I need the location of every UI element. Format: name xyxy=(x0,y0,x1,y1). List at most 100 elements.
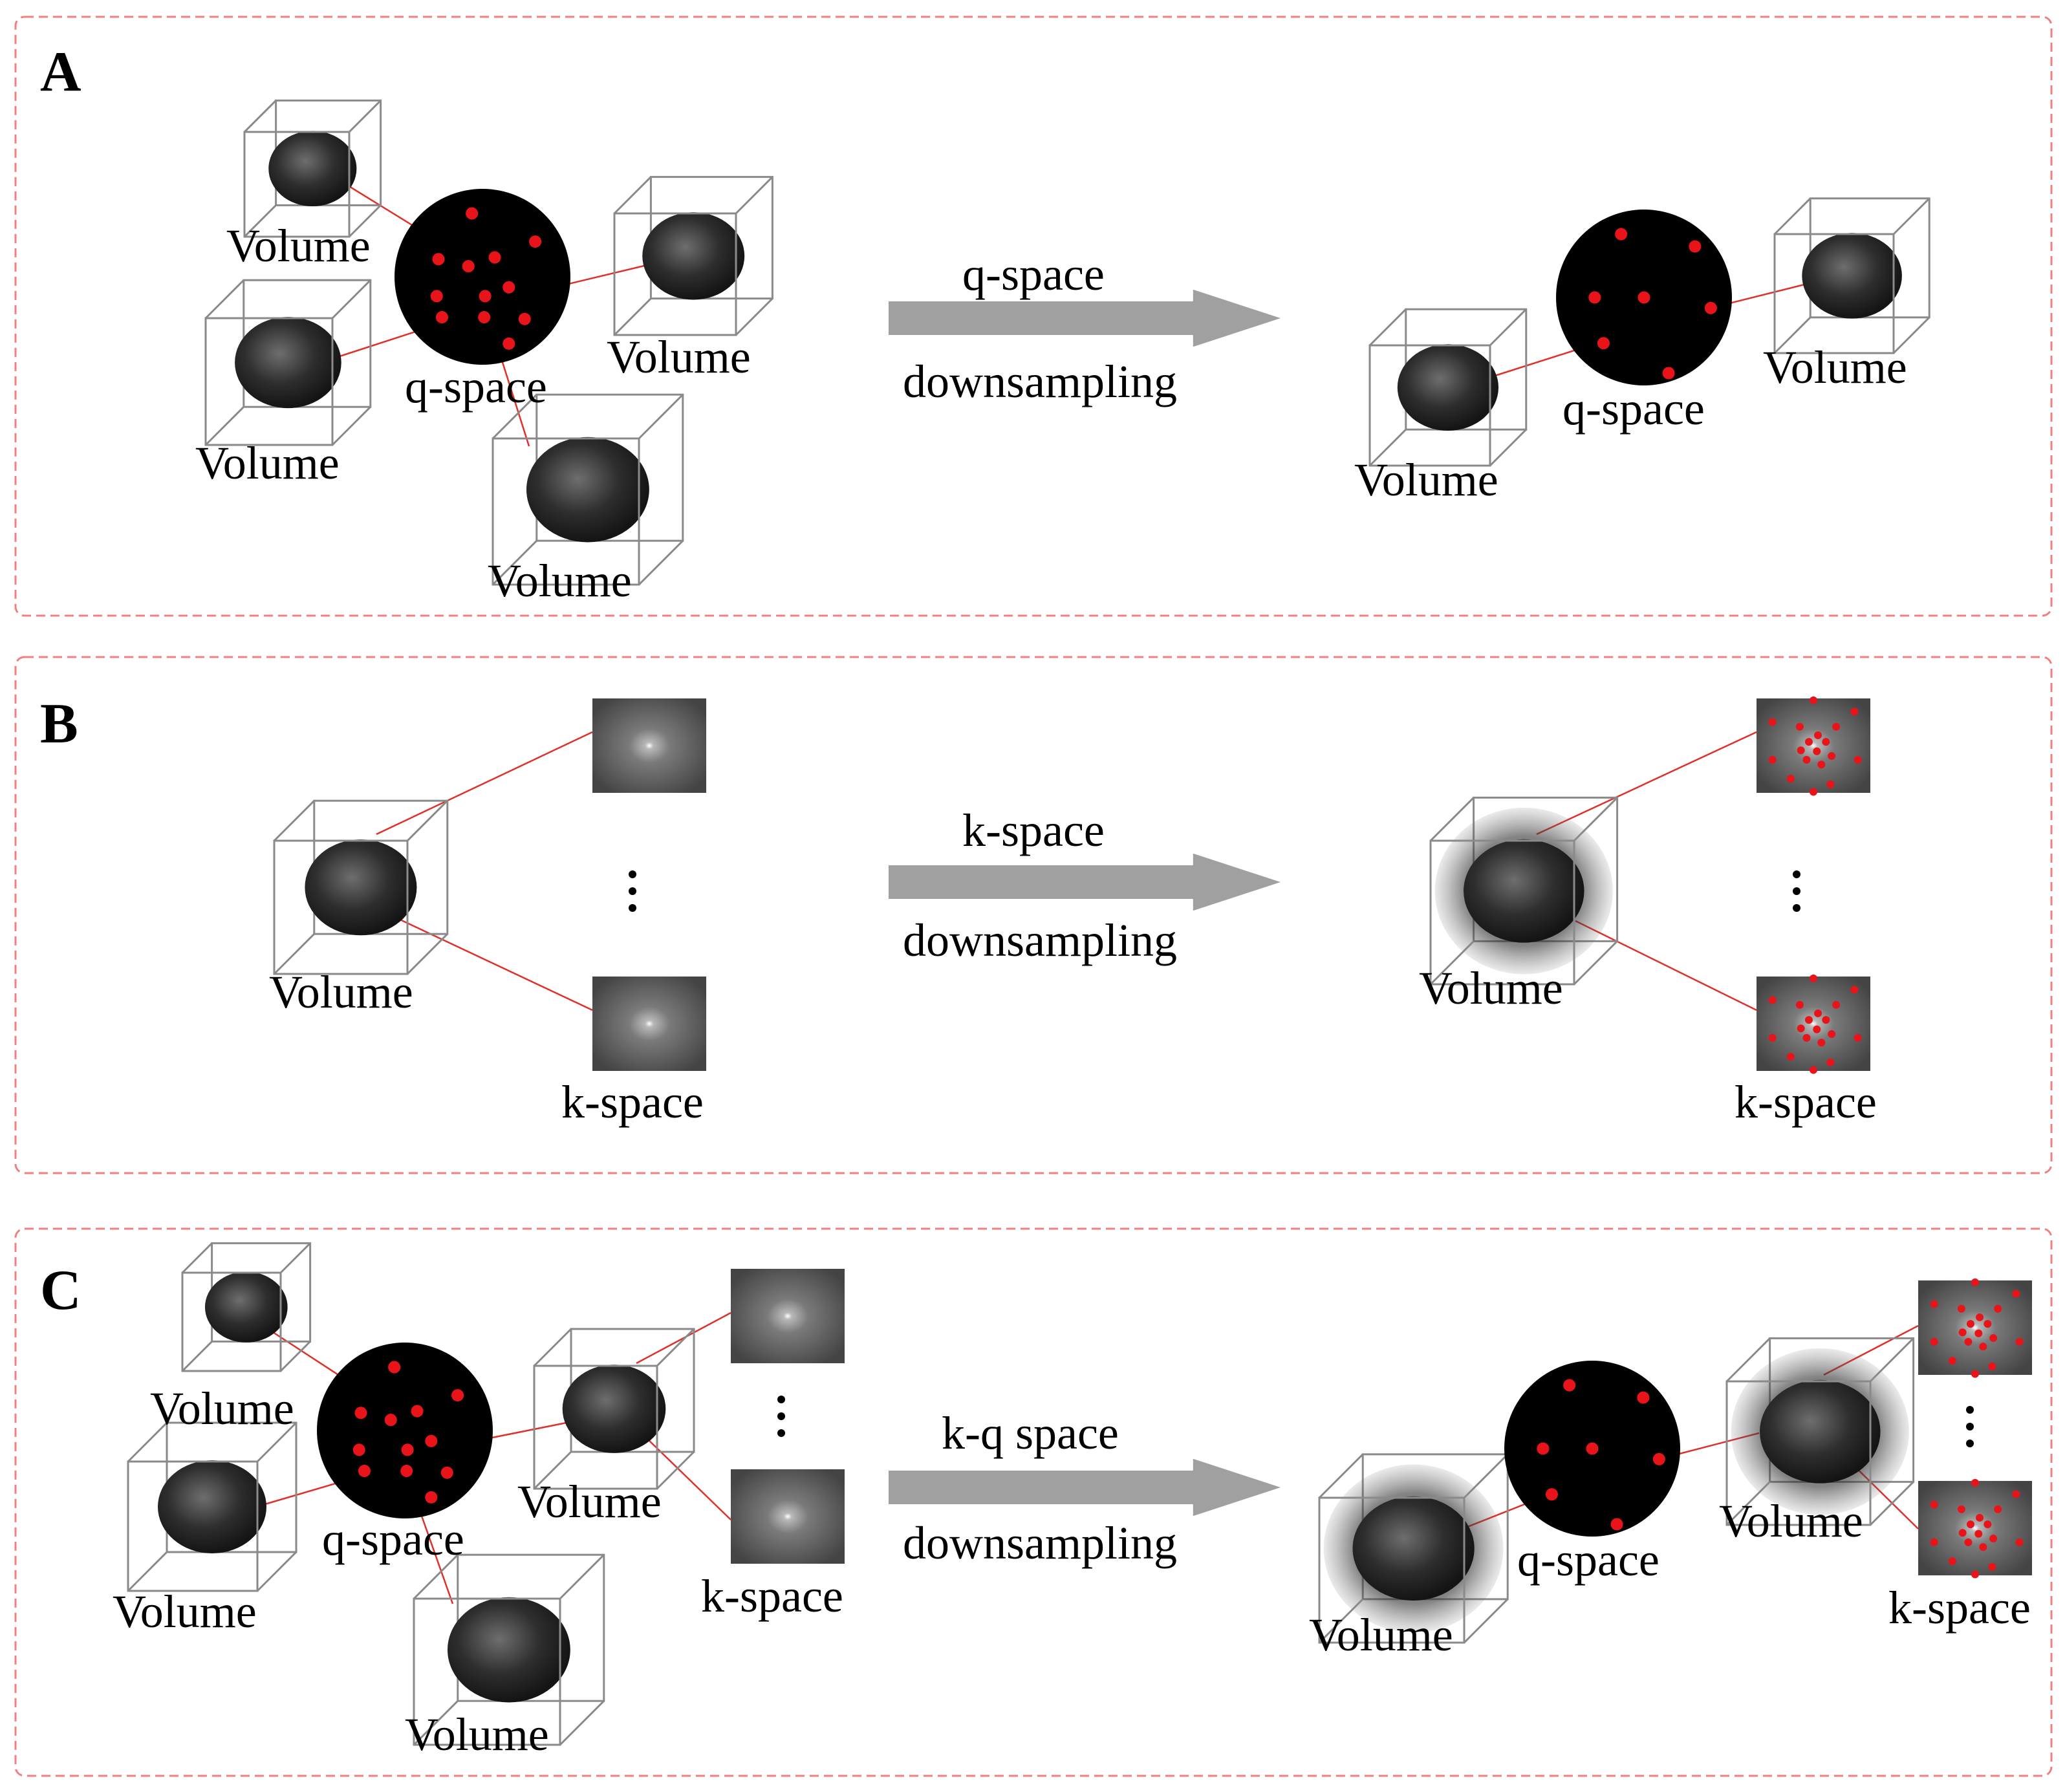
panel-a-qspace-sample-dot-8 xyxy=(518,312,531,325)
panel-c-volume-cube-1-brain xyxy=(204,1271,288,1343)
panel-b-kspace-label: k-space xyxy=(561,1076,704,1128)
panel-a-volume-cube-1 xyxy=(243,99,382,238)
panel-c-right-volume-cube-1-edge-2 xyxy=(1318,1598,1364,1644)
panel-c-right-ellipsis-dot-0 xyxy=(1966,1406,1974,1414)
panel-a-right-volume-label-2: Volume xyxy=(1763,341,1907,393)
panel-c-right-qspace-sample-dot-4 xyxy=(1652,1452,1665,1465)
panel-a-volume-cube-1-edge-0 xyxy=(243,100,277,133)
panel-b-right-kspace-top-sample-dot-13 xyxy=(1832,722,1841,731)
panel-a-right-qspace-label: q-space xyxy=(1562,383,1705,435)
panel-a-qspace-label: q-space xyxy=(405,361,547,413)
panel-c-volume-cube-3-edge-2 xyxy=(413,1700,459,1746)
panel-b-right-kspace-bottom xyxy=(1757,974,1870,1074)
panel-a-right-qspace xyxy=(1556,210,1732,385)
panel-a-right-qspace-sample-dot-2 xyxy=(1588,291,1601,304)
panel-b-volume-cube-edge-0 xyxy=(273,800,315,842)
panel-b-right-kspace-bottom-sample-dot-10 xyxy=(1817,1039,1826,1047)
panel-b-right-kspace-bottom-sample-dot-1 xyxy=(1850,986,1859,994)
panel-c-right-kspace-bottom-sample-dot-12 xyxy=(2015,1538,2024,1546)
panel-a-volume-cube-3-edge-2 xyxy=(492,540,537,586)
panel-c-right-ellipsis-dot-2 xyxy=(1966,1440,1974,1447)
panel-b-right-kspace-top-sample-dot-5 xyxy=(1822,738,1830,746)
panel-c-right-kspace-bottom-sample-dot-2 xyxy=(1930,1500,1938,1509)
panel-c-right-kspace-top xyxy=(1918,1278,2032,1378)
panel-b-right-kspace-bottom-sample-dot-5 xyxy=(1822,1016,1830,1024)
panel-c-right-kspace-top-sample-dot-9 xyxy=(1964,1337,1973,1346)
panel-a-right-qspace-sample-dot-4 xyxy=(1704,301,1717,314)
panel-c-right-kspace-bottom-sample-dot-15 xyxy=(1988,1562,1996,1571)
panel-a-volume-cube-1-edge-2 xyxy=(243,204,277,238)
panel-b-right-kspace-bottom-sample-dot-14 xyxy=(1786,1053,1795,1061)
panel-c-volume-cube-3-front-face xyxy=(413,1597,561,1746)
panel-b-right-kspace-top-sample-dot-2 xyxy=(1768,718,1777,726)
panel-c-right-kspace-top-sample-dot-15 xyxy=(1988,1362,1996,1370)
panel-c-arrow xyxy=(889,1458,1281,1517)
panel-a-right-volume-cube-1-edge-3 xyxy=(1489,429,1527,467)
panel-c-volume-cube-4-edge-3 xyxy=(656,1451,695,1490)
panel-b-volume-cube-edge-1 xyxy=(406,800,448,842)
panel-b-right-kspace-bottom-sample-dot-6 xyxy=(1797,1024,1805,1033)
panel-c-right-kspace-top-sample-dot-4 xyxy=(1966,1320,1974,1328)
panel-b-kspace-top xyxy=(592,698,706,793)
panel-c-right-kspace-top-sample-dot-6 xyxy=(1958,1328,1967,1337)
panel-c-volume-label-1: Volume xyxy=(150,1383,294,1434)
panel-c-right-kspace-top-sample-dot-3 xyxy=(1976,1313,1984,1321)
panel-a-qspace-sample-dot-3 xyxy=(462,260,475,273)
panel-c-right-kspace-bottom-sample-dot-11 xyxy=(1930,1538,1938,1546)
panel-c-right-volume-cube-2-edge-2 xyxy=(1725,1481,1771,1526)
panel-b-right-kspace-bottom-image xyxy=(1757,977,1870,1071)
panel-b-volume-cube-front-face xyxy=(273,839,409,975)
panel-b-ellipsis-dot-0 xyxy=(629,870,636,878)
panel-c-right-kspace-bottom xyxy=(1918,1478,2032,1579)
panel-c-volume-cube-3-edge-3 xyxy=(559,1700,605,1746)
panel-a-arrow-bottom-label: downsampling xyxy=(903,356,1177,407)
panel-c-right-kspace-bottom-sample-dot-3 xyxy=(1976,1513,1984,1522)
panel-c-kspace-label: k-space xyxy=(701,1570,843,1622)
panel-c-volume-cube-3-edge-1 xyxy=(559,1554,605,1600)
panel-b-right-kspace-top xyxy=(1757,696,1870,796)
panel-a-volume-cube-3-edge-0 xyxy=(492,394,537,440)
panel-a-volume-cube-3-edge-3 xyxy=(638,540,684,586)
panel-b-right-kspace-top-sample-dot-17 xyxy=(1795,722,1804,731)
panel-c-frame xyxy=(14,1227,2053,1777)
panel-a-volume-label-1: Volume xyxy=(226,220,371,272)
panel-c-right-volume-cube-1-edge-3 xyxy=(1463,1598,1509,1644)
panel-c-volume-cube-4-edge-2 xyxy=(533,1451,572,1490)
panel-b-right-kspace-bottom-sample-dot-8 xyxy=(1828,1030,1836,1039)
panel-a-right-volume-cube-2 xyxy=(1773,197,1930,354)
panel-c-right-kspace-bottom-sample-dot-9 xyxy=(1964,1538,1973,1546)
panel-c-right-kspace-bottom-sample-dot-0 xyxy=(1971,1478,1979,1487)
panel-c-kspace-bottom-image xyxy=(731,1469,845,1564)
panel-c-right-qspace xyxy=(1504,1361,1680,1537)
panel-a-right-qspace-sample-dot-6 xyxy=(1662,367,1675,380)
panel-b-kspace-top-image xyxy=(592,698,706,793)
panel-c-right-qspace-sample-dot-5 xyxy=(1545,1488,1558,1501)
panel-c-arrow-bottom-label: downsampling xyxy=(903,1517,1177,1569)
panel-c-qspace-sample-dot-3 xyxy=(384,1414,397,1427)
panel-a-volume-cube-2-edge-3 xyxy=(331,406,371,446)
panel-c-qspace-sample-dot-4 xyxy=(411,1405,424,1418)
panel-c-right-kspace-top-sample-dot-8 xyxy=(1989,1334,1998,1343)
panel-a-right-volume-cube-1-edge-2 xyxy=(1368,429,1407,467)
panel-b-volume-cube-edge-3 xyxy=(406,933,448,975)
panel-a-right-volume-cube-2-brain xyxy=(1802,233,1902,319)
panel-a-volume-cube-1-brain xyxy=(268,131,357,207)
panel-a-qspace-sample-dot-2 xyxy=(432,253,445,266)
panel-a-right-volume-cube-1-edge-1 xyxy=(1489,308,1527,347)
panel-c-right-kspace-top-sample-dot-5 xyxy=(1984,1320,1992,1328)
panel-a-qspace-sample-dot-5 xyxy=(430,290,443,303)
panel-b-arrow-top-label: k-space xyxy=(962,804,1105,856)
panel-b-right-kspace-top-sample-dot-9 xyxy=(1802,755,1811,764)
panel-c-right-kspace-bottom-sample-dot-6 xyxy=(1958,1529,1967,1537)
panel-c-right-kspace-bottom-sample-dot-5 xyxy=(1984,1520,1992,1529)
panel-c-volume-cube-3-brain xyxy=(447,1597,570,1703)
panel-c-right-kspace-top-sample-dot-13 xyxy=(1994,1304,2002,1313)
panel-c-right-kspace-top-sample-dot-14 xyxy=(1948,1357,1956,1365)
panel-c-right-qspace-sample-dot-2 xyxy=(1537,1442,1550,1455)
panel-b-right-kspace-top-sample-dot-6 xyxy=(1797,746,1805,755)
panel-a-qspace-sample-dot-9 xyxy=(435,311,448,324)
panel-c-right-volume-cube-2-edge-3 xyxy=(1869,1481,1914,1526)
panel-c-right-kspace-top-sample-dot-7 xyxy=(1974,1329,1983,1337)
panel-b-arrow xyxy=(889,853,1281,911)
panel-a-volume-label-2: Volume xyxy=(195,437,340,489)
